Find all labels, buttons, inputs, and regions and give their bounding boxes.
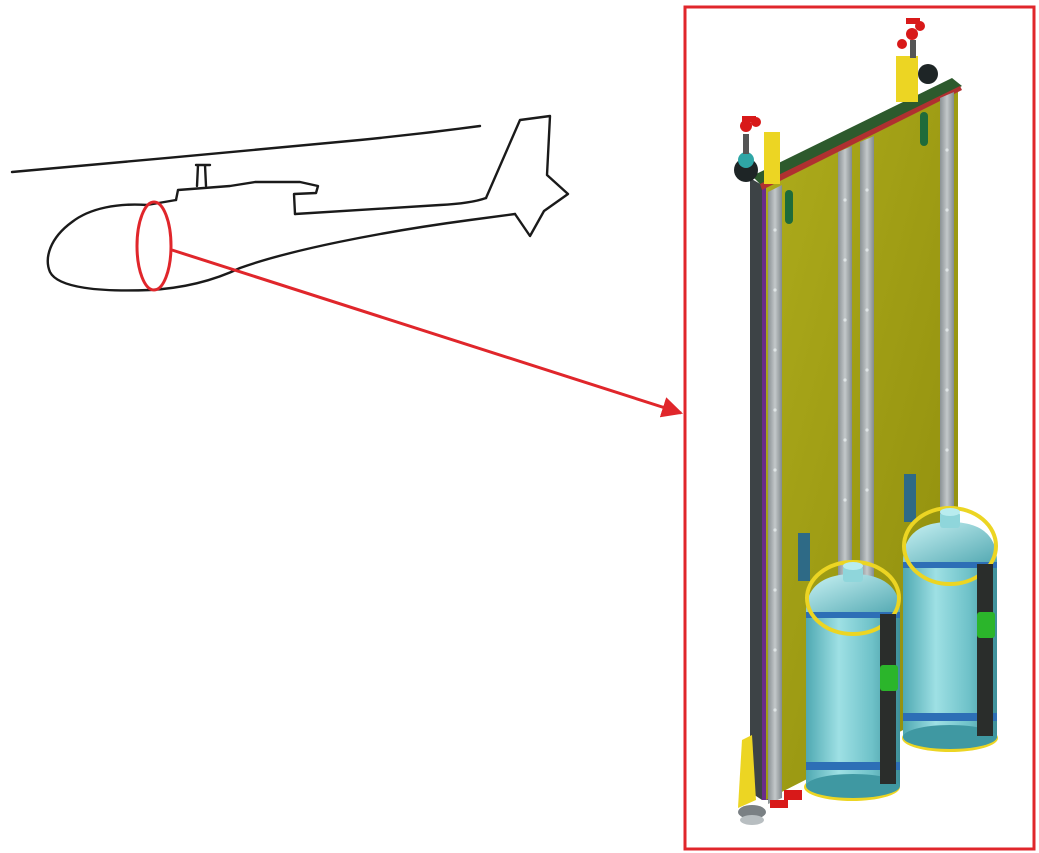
tail-fin — [484, 114, 570, 238]
main-rotor-blade — [10, 124, 482, 174]
top-edge-red — [760, 86, 962, 190]
valve-assembly-right — [896, 18, 938, 102]
helicopter-sketch — [10, 114, 570, 292]
gas-tank-2 — [902, 506, 998, 752]
rail-bolts — [773, 148, 949, 712]
valve-assembly-left — [734, 116, 780, 184]
bottom-fitting — [738, 735, 802, 825]
fuselage-top — [145, 198, 178, 207]
highlight-ellipse — [135, 200, 173, 292]
gas-tank-1 — [804, 560, 901, 801]
cabin-roof — [174, 180, 320, 216]
mount-slot — [785, 190, 793, 224]
rail-left — [768, 185, 782, 804]
detail-frame — [683, 5, 1036, 851]
fuselage-outline — [46, 203, 517, 292]
side-edge — [750, 178, 762, 800]
tank-bracket-plate — [904, 474, 916, 522]
module-rendering — [734, 18, 998, 825]
top-edge-trim — [752, 78, 962, 186]
tail-boom-upper — [293, 196, 488, 216]
callout-arrow — [171, 248, 683, 418]
mount-slot — [920, 112, 928, 146]
tank-bracket-plate — [798, 533, 810, 581]
rotor-mast — [194, 163, 212, 188]
